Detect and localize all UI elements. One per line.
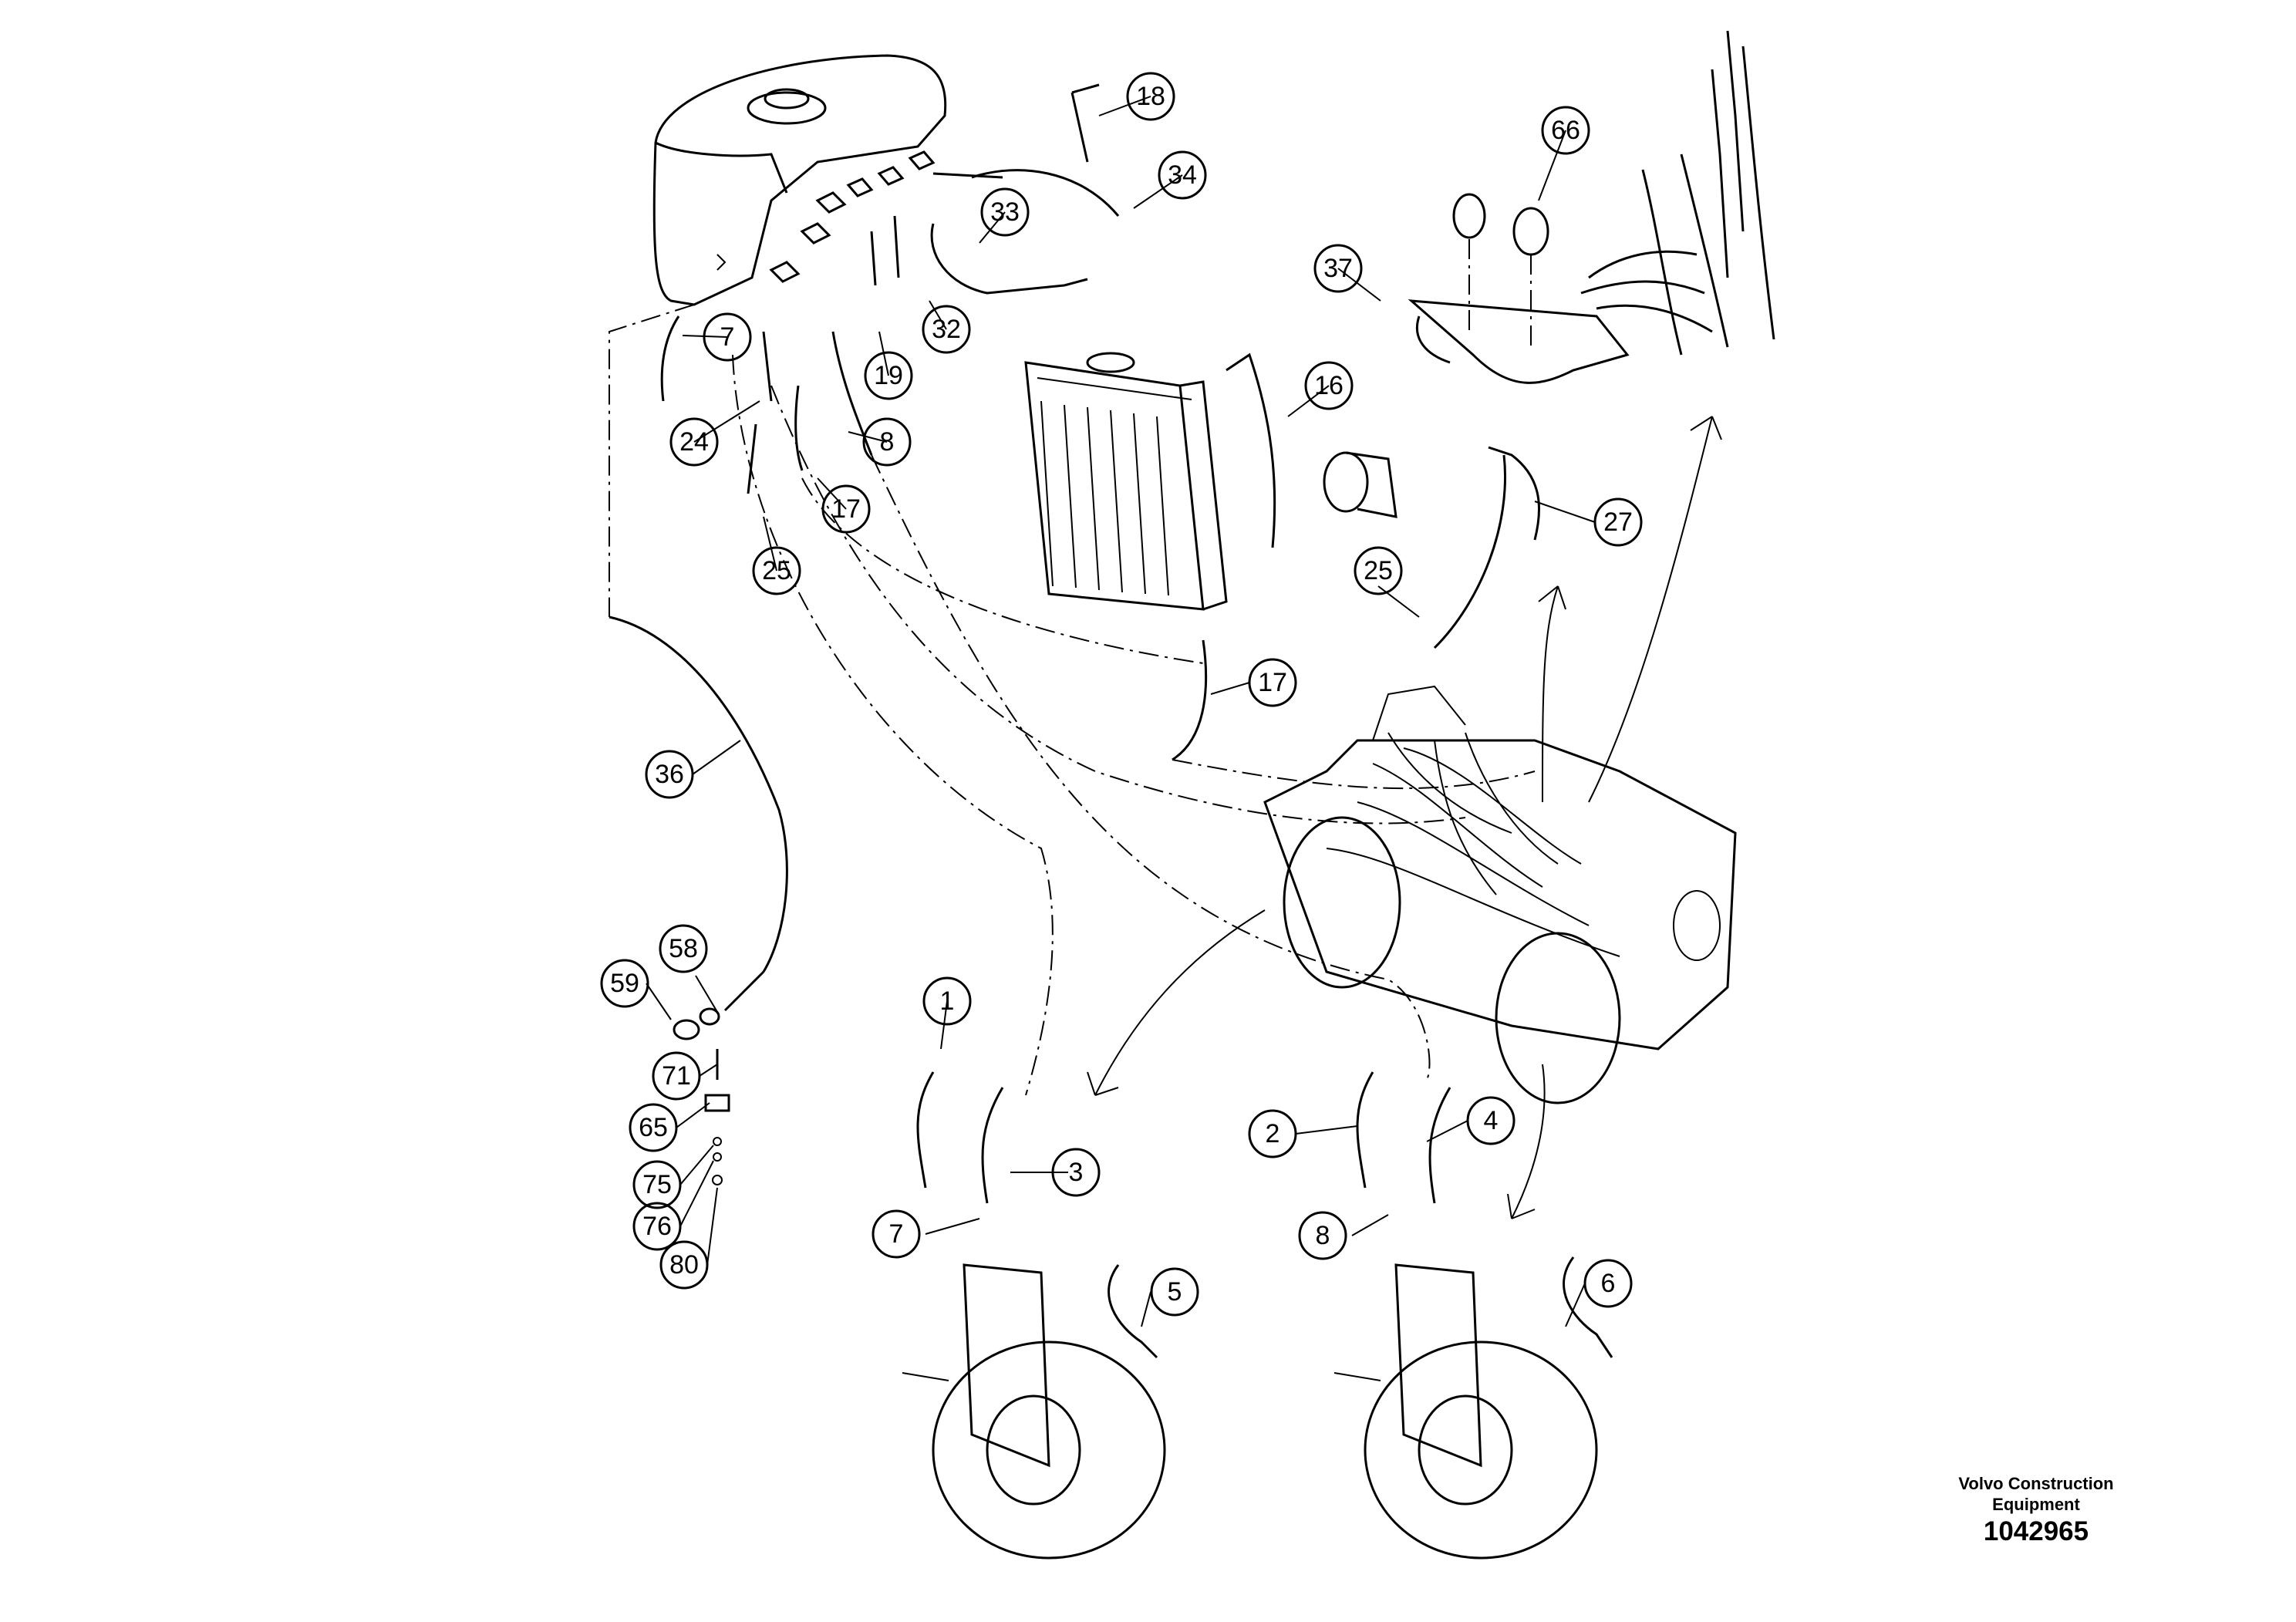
transfer-arrows — [1087, 416, 1722, 1219]
drive-motor-right — [1333, 1071, 1613, 1560]
callout-59: 59 — [600, 959, 649, 1008]
routing-lines — [609, 304, 1536, 1096]
callout-3-label: 3 — [1069, 1158, 1084, 1187]
callout-33-label: 33 — [990, 197, 1020, 227]
callout-80: 80 — [659, 1240, 709, 1290]
long-hoses — [609, 352, 1507, 973]
callout-27: 27 — [1593, 497, 1643, 547]
callout-71: 71 — [652, 1051, 701, 1101]
callout-36: 36 — [645, 750, 694, 799]
accumulator — [1323, 446, 1541, 541]
callout-25-right: 25 — [1354, 546, 1403, 595]
callout-17-right-label: 17 — [1258, 668, 1287, 697]
callout-71-label: 71 — [662, 1061, 691, 1091]
callout-58: 58 — [659, 924, 708, 973]
brand-line-1: Volvo Construction — [1958, 1474, 2114, 1493]
callout-17-top-label: 17 — [831, 494, 861, 524]
callout-37: 37 — [1313, 244, 1363, 293]
hydraulic-tank — [652, 54, 947, 306]
callout-18-label: 18 — [1136, 82, 1165, 111]
callout-34: 34 — [1158, 150, 1207, 200]
callout-34-label: 34 — [1168, 160, 1197, 190]
tank-fittings — [660, 83, 1120, 494]
callout-76-label: 76 — [642, 1212, 672, 1241]
callout-8-bottom-label: 8 — [1316, 1221, 1330, 1250]
document-number: 1042965 — [1983, 1516, 2089, 1546]
brand-label: Volvo Construction Equipment — [1913, 1473, 2159, 1515]
brand-line-2: Equipment — [1992, 1495, 2080, 1514]
roller-machine — [1263, 685, 1737, 1104]
oil-cooler — [1024, 352, 1228, 611]
callout-8-bottom: 8 — [1298, 1211, 1347, 1260]
callout-16: 16 — [1304, 361, 1354, 410]
callout-1-label: 1 — [940, 986, 955, 1016]
callout-1: 1 — [922, 976, 972, 1026]
callout-18: 18 — [1126, 72, 1175, 121]
callout-66-label: 66 — [1551, 116, 1580, 145]
callout-17-top: 17 — [821, 484, 871, 534]
callout-27-label: 27 — [1603, 508, 1633, 537]
drive-motor-left — [902, 1071, 1166, 1560]
callout-24-label: 24 — [679, 427, 709, 457]
callout-76: 76 — [632, 1202, 682, 1251]
callout-19-label: 19 — [874, 361, 903, 390]
callout-32: 32 — [922, 305, 971, 354]
fitting-stack — [673, 970, 765, 1185]
callout-25-top: 25 — [752, 546, 801, 595]
callout-75: 75 — [632, 1160, 682, 1209]
callout-2: 2 — [1248, 1109, 1297, 1158]
callout-36-label: 36 — [655, 760, 684, 789]
callout-37-label: 37 — [1323, 254, 1353, 283]
callout-8-top-label: 8 — [880, 427, 895, 457]
callout-59-label: 59 — [610, 969, 639, 998]
leader-lines — [646, 96, 1596, 1327]
callout-75-label: 75 — [642, 1170, 672, 1199]
callout-19: 19 — [864, 351, 913, 400]
callout-8-top: 8 — [862, 417, 912, 467]
callout-2-label: 2 — [1266, 1119, 1280, 1148]
callout-5: 5 — [1150, 1267, 1199, 1317]
callout-65: 65 — [629, 1103, 678, 1152]
callout-7-bottom: 7 — [872, 1209, 921, 1259]
callout-33: 33 — [980, 187, 1030, 237]
mounting-plate — [1408, 193, 1630, 384]
callout-6: 6 — [1583, 1259, 1633, 1308]
callout-3: 3 — [1051, 1148, 1101, 1197]
callout-58-label: 58 — [669, 934, 698, 963]
callout-4-label: 4 — [1484, 1106, 1499, 1135]
callout-80-label: 80 — [669, 1250, 699, 1280]
callout-5-label: 5 — [1168, 1277, 1182, 1307]
callout-25-right-label: 25 — [1364, 556, 1393, 585]
callout-25-top-label: 25 — [762, 556, 791, 585]
callout-7-bottom-label: 7 — [889, 1219, 904, 1249]
callout-65-label: 65 — [639, 1113, 668, 1142]
callout-24: 24 — [669, 417, 719, 467]
callout-32-label: 32 — [932, 315, 961, 344]
callout-16-label: 16 — [1314, 371, 1344, 400]
callout-66: 66 — [1541, 106, 1590, 155]
callout-7-top: 7 — [703, 312, 752, 362]
hose-bundle — [1580, 30, 1775, 356]
callout-17-right: 17 — [1248, 658, 1297, 707]
callout-4: 4 — [1466, 1096, 1515, 1145]
callout-7-top-label: 7 — [720, 322, 735, 352]
callout-6-label: 6 — [1601, 1269, 1616, 1298]
